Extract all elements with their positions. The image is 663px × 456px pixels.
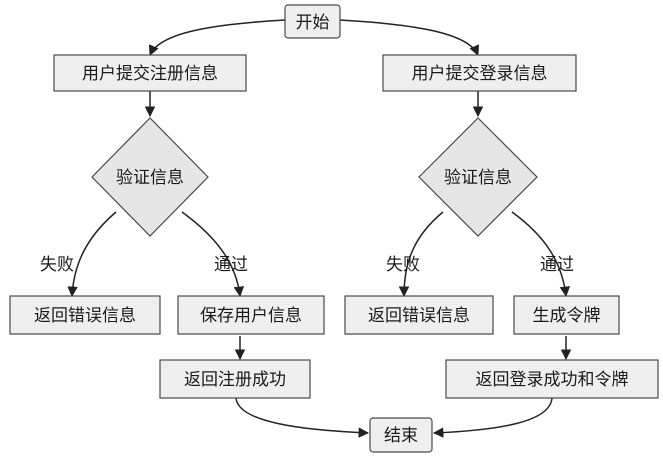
node-verify-left-label: 验证信息	[116, 168, 184, 188]
edge-label-fail-left: 失败	[40, 255, 74, 275]
edge-label-pass-right: 通过	[540, 255, 574, 275]
edge-verify-right-pass	[511, 211, 571, 298]
node-register-submit-label: 用户提交注册信息	[82, 64, 218, 84]
edge-verify-left-fail	[67, 211, 117, 298]
edge-verify-right-fail	[398, 211, 444, 298]
node-error-right-label: 返回错误信息	[368, 306, 470, 326]
node-login-success: 返回登录成功和令牌	[445, 359, 659, 399]
node-start: 开始	[284, 4, 341, 39]
edge-start-to-register	[148, 19, 286, 56]
node-error-left-label: 返回错误信息	[34, 306, 136, 326]
edge-verify-left-pass	[181, 211, 245, 298]
node-login-submit-label: 用户提交登录信息	[412, 64, 548, 84]
node-gen-token: 生成令牌	[513, 295, 620, 335]
node-register-submit: 用户提交注册信息	[53, 54, 247, 92]
node-register-success: 返回注册成功	[159, 359, 311, 399]
edges	[67, 19, 572, 438]
node-login-success-label: 返回登录成功和令牌	[476, 370, 629, 390]
node-gen-token-label: 生成令牌	[533, 306, 601, 326]
edge-register-success-to-end	[235, 397, 370, 438]
edge-login-success-to-end	[432, 397, 553, 438]
node-start-label: 开始	[296, 13, 330, 33]
node-verify-left: 验证信息	[91, 117, 209, 237]
node-error-right: 返回错误信息	[344, 295, 494, 335]
edge-start-to-login	[339, 19, 480, 56]
node-verify-right-label: 验证信息	[444, 168, 512, 188]
node-save-user: 保存用户信息	[177, 295, 325, 335]
node-end-label: 结束	[384, 426, 418, 446]
node-register-success-label: 返回注册成功	[184, 370, 286, 390]
node-login-submit: 用户提交登录信息	[382, 54, 577, 92]
node-end: 结束	[369, 417, 433, 453]
node-save-user-label: 保存用户信息	[200, 306, 302, 326]
edge-label-fail-right: 失败	[386, 255, 420, 275]
node-verify-right: 验证信息	[418, 117, 538, 237]
edge-label-pass-left: 通过	[214, 255, 248, 275]
node-error-left: 返回错误信息	[9, 295, 161, 335]
